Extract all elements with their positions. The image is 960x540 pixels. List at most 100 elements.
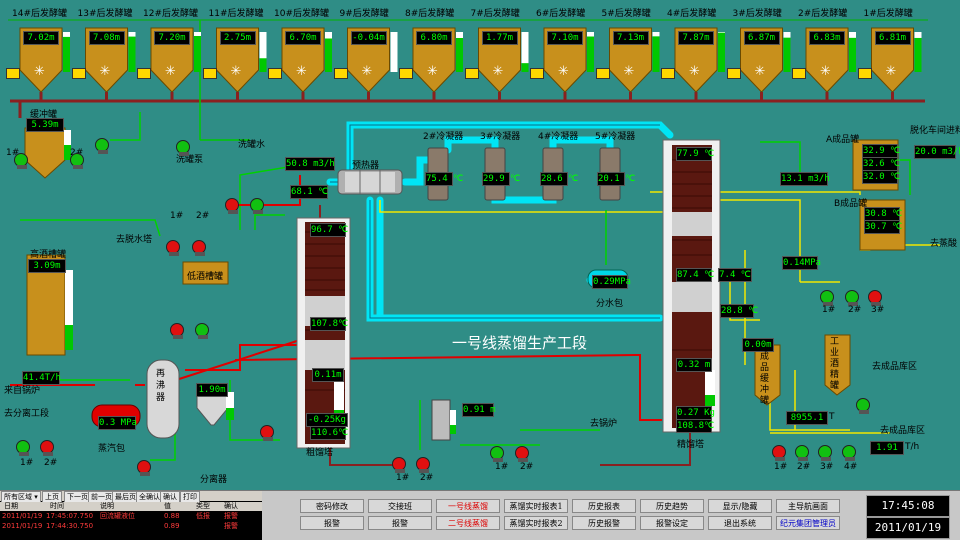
alarm-button[interactable]: 报警 [300,516,364,530]
pump-icon[interactable] [845,290,859,306]
pump-icon[interactable] [137,460,151,476]
history-report-button[interactable]: 历史报表 [572,499,636,513]
pump-icon[interactable] [166,240,180,256]
pump-icon[interactable] [176,140,190,156]
crude-tower-label: 粗馏塔 [306,448,334,458]
password-change-button[interactable]: 密码修改 [300,499,364,513]
pump-base-icon [169,252,179,256]
valve-icon[interactable] [399,68,413,79]
preheater-flow-display: 50.8 m3/h [285,157,335,171]
valve-icon[interactable] [530,68,544,79]
fine-pressure: 0.27 Kg [676,406,715,420]
pump-icon[interactable] [842,445,856,461]
pump-label-stripper-1: 1# [170,211,184,221]
valve-icon[interactable] [464,68,479,79]
valve-icon[interactable] [726,68,741,79]
product-flow-total: 8955.1 [786,411,828,425]
pump-icon[interactable] [416,457,430,473]
alarm2-button[interactable]: 报警 [368,516,432,530]
print-button[interactable]: 打印 [180,491,200,503]
valve-icon[interactable] [268,68,282,79]
fermenter-label: 5#后发酵罐 [601,9,651,19]
pump-icon[interactable] [856,398,870,414]
exit-system-button[interactable]: 退出系统 [708,516,772,530]
valve-icon[interactable] [792,68,806,79]
history-alarm-button[interactable]: 历史报警 [572,516,636,530]
agitator-icon: ✳ [34,64,45,79]
fermenter-level-display: -0.04m [350,31,387,45]
separator-label: 分离器 [200,475,228,485]
pump-icon[interactable] [392,457,406,473]
pump-icon[interactable] [818,445,832,461]
pump-icon[interactable] [192,240,206,256]
pump-base-icon [871,302,881,306]
reboiler-label: 再沸器 [156,369,166,403]
fermenter-label: 11#后发酵罐 [208,9,264,19]
distill-report2-button[interactable]: 蒸馏实时报表2 [504,516,568,530]
pump-icon[interactable] [795,445,809,461]
pump-base-icon [775,457,785,461]
admin-user-button[interactable]: 纪元集团管理员 [776,516,840,530]
fine-side-flow: 13.1 m3/h [780,172,830,186]
crude-top-temp: 96.7 ℃ [310,223,349,237]
shift-handover-button[interactable]: 交接班 [368,499,432,513]
condenser-temp: 28.6 ℃ [540,172,579,186]
pump-base-icon [98,150,108,154]
valve-icon[interactable] [71,68,86,79]
pump-base-icon [140,472,150,476]
pump-icon[interactable] [250,198,264,214]
valve-icon[interactable] [202,68,217,79]
valve-icon[interactable] [595,68,610,79]
pump-icon[interactable] [14,153,28,169]
pump-icon[interactable] [16,440,30,456]
col-desc: 说明 [100,502,114,510]
pump-base-icon [228,210,238,214]
pump-icon[interactable] [95,138,109,154]
fine-level: 0.32 m [676,358,712,372]
main-nav-button[interactable]: 主导航画面 [776,499,840,513]
b-temp-2: 30.7 ℃ [864,220,903,234]
pump-icon[interactable] [40,440,54,456]
line1-distill-button[interactable]: 一号线蒸馏 [436,499,500,513]
valve-icon[interactable] [661,68,675,79]
distill-report1-button[interactable]: 蒸馏实时报表1 [504,499,568,513]
fermenter-label: 10#后发酵罐 [274,9,329,19]
alarm-cell: 17:45:07.750 [46,512,94,520]
pump-icon[interactable] [868,290,882,306]
pump-icon[interactable] [195,323,209,339]
valve-icon[interactable] [6,68,20,79]
valve-icon[interactable] [333,68,348,79]
pump-icon[interactable] [820,290,834,306]
pump-icon[interactable] [260,425,274,441]
agitator-icon: ✳ [492,64,504,79]
valve-icon[interactable] [857,68,872,79]
pump-icon[interactable] [515,446,529,462]
show-hide-button[interactable]: 显示/隐藏 [708,499,772,513]
pump-label-side-2: 2# [520,462,534,472]
fermenter-level-display: 2.75m [219,31,256,45]
pump-icon[interactable] [170,323,184,339]
fermenter-label: 3#后发酵罐 [732,9,782,19]
product-rate-unit: T/h [905,442,920,452]
valve-icon[interactable] [137,68,151,79]
pump-label-2: 2# [44,458,58,468]
alarm-toolbar: 所有区域 ▾ 上页 下一页 前一页 最后页 全确认 确认 打印 [0,491,262,503]
pump-icon[interactable] [772,445,786,461]
line2-distill-button[interactable]: 二号线蒸馏 [436,516,500,530]
fermenter-label: 4#后发酵罐 [667,9,717,19]
fermenter-level-display: 6.87m [743,31,780,45]
alarm-setting-button[interactable]: 报警设定 [640,516,704,530]
pump-icon[interactable] [490,446,504,462]
pump-icon[interactable] [225,198,239,214]
pump-base-icon [845,457,855,461]
fermenter-level-fill [63,36,70,72]
fine-side-pressure: 0.14MPa [782,256,821,270]
history-trend-button[interactable]: 历史趋势 [640,499,704,513]
product-rate: 1.91 [870,441,904,455]
pump-icon[interactable] [70,153,84,169]
pump-base-icon [823,302,833,306]
fermenter-level-display: 6.81m [874,31,911,45]
fine-tower-label: 精馏塔 [677,440,705,450]
